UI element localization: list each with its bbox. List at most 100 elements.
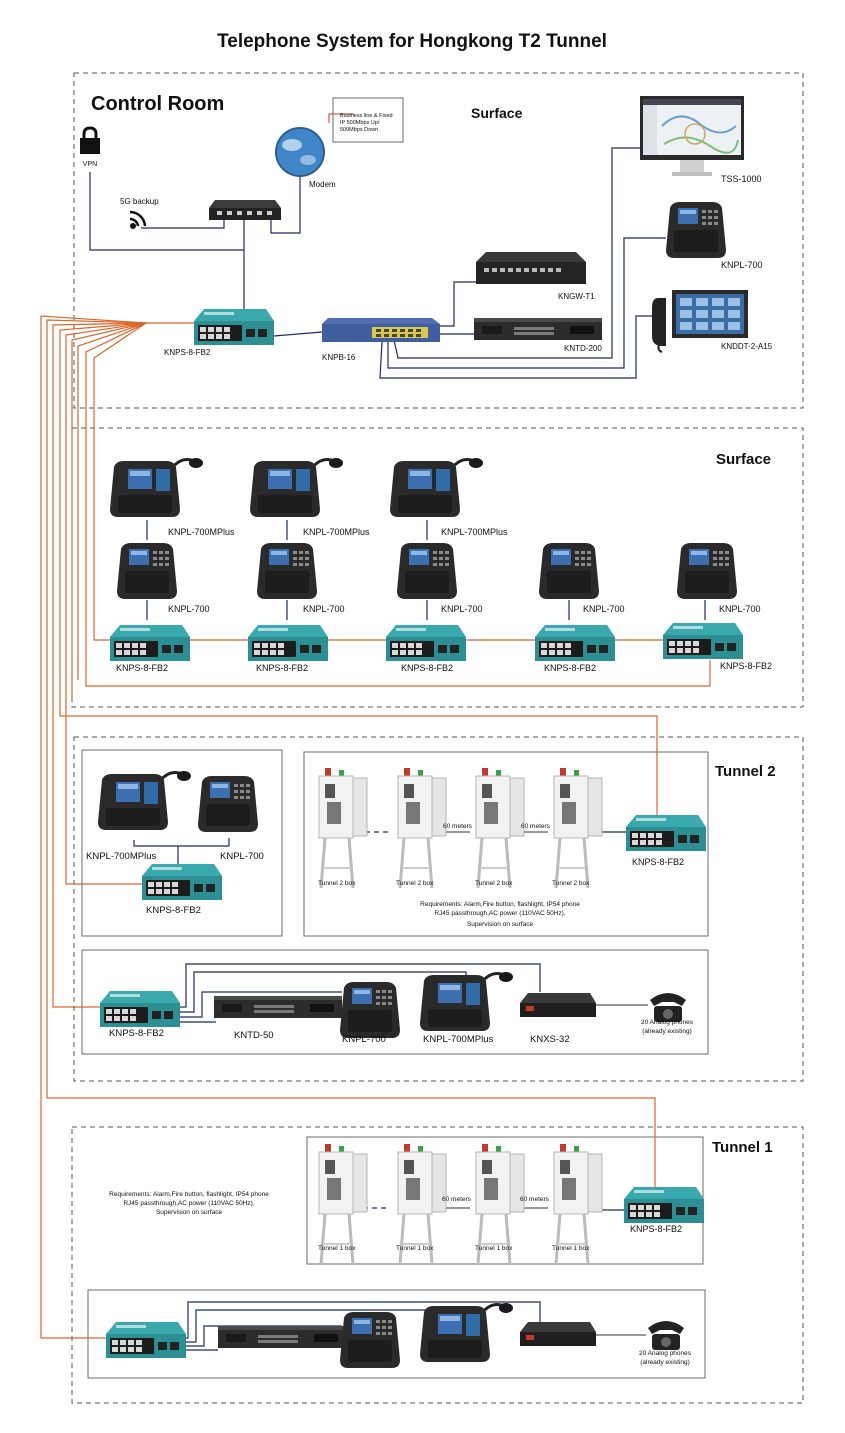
- surface-switch-5: [663, 623, 743, 659]
- t2-left-switch: [142, 864, 222, 900]
- isp-pointer: [328, 113, 354, 123]
- t1-req-line-1: Requirements: Alarm,Fire button, flashli…: [109, 1191, 269, 1198]
- box-t2-cabinets: [303, 751, 709, 937]
- tss-1000-monitor: [640, 96, 744, 176]
- label-tunnel-2: Tunnel 2: [715, 763, 776, 780]
- t1-bottom-rack-device: [218, 1326, 346, 1348]
- t1-box-label-2: Tunnel 1 box: [396, 1245, 434, 1252]
- frame-control-room: [73, 72, 804, 409]
- box-t1-bottom: [87, 1289, 706, 1379]
- t1-box-label-4: Tunnel 1 box: [552, 1245, 590, 1252]
- surface-ip-phone-3: [397, 543, 457, 599]
- t2-bottom-switch: [100, 991, 180, 1027]
- surface-switch-label-5: KNPS-8-FB2: [720, 661, 772, 671]
- t2-desk-label: KNPL-700MPlus: [86, 851, 156, 862]
- kngw-t1-gateway: [476, 252, 586, 284]
- wifi-signal-icon: [129, 210, 147, 229]
- t1-req-line-3: Supervision on surface: [156, 1209, 223, 1216]
- tss-1000-label: TSS-1000: [721, 174, 762, 184]
- knddt-label: KNDDT-2-A15: [721, 342, 773, 351]
- t2-ip-label: KNPL-700: [220, 851, 264, 862]
- surface-desk-phone-3: [388, 456, 485, 519]
- surface-switch-label-2: KNPS-8-FB2: [256, 663, 308, 673]
- backup-label: 5G backup: [120, 197, 159, 206]
- surface-ip-phone-5: [677, 543, 737, 599]
- label-surface-2: Surface: [716, 451, 771, 468]
- t2-ip-phone: [198, 776, 258, 832]
- t2-analog-line-2: (already existing): [642, 1028, 692, 1035]
- t2-box-label-1: Tunnel 2 box: [318, 880, 356, 887]
- t2-bottom-ip-phone: [340, 982, 400, 1038]
- t2-right-switch: [626, 815, 706, 851]
- knxs-32-exchange: [520, 993, 596, 1017]
- knps-8-fb2-cr-switch: [194, 309, 274, 345]
- surface-ip-label-2: KNPL-700: [303, 604, 345, 614]
- t2-cabinet-1: [317, 766, 369, 890]
- label-control-room: Control Room: [91, 93, 224, 115]
- knps-cr-label: KNPS-8-FB2: [164, 348, 211, 357]
- t2-distance-1: 60 meters: [443, 823, 473, 830]
- surface-ip-label-3: KNPL-700: [441, 604, 483, 614]
- frame-tunnel-2: [73, 736, 804, 1082]
- t2-right-switch-label: KNPS-8-FB2: [632, 857, 684, 867]
- knddt-2-a15-dispatch: [652, 290, 748, 353]
- t2-bottom-desk-phone: [418, 970, 515, 1033]
- surface-switch-label-1: KNPS-8-FB2: [116, 663, 168, 673]
- t2-req-line-3: Supervision on surface: [467, 921, 534, 928]
- surface-ip-phone-2: [257, 543, 317, 599]
- kntd-200-label: KNTD-200: [564, 344, 602, 353]
- knpb-16-label: KNPB-16: [322, 353, 356, 362]
- t2-box-label-2: Tunnel 2 box: [396, 880, 434, 887]
- surface-desk-phone-2: [248, 456, 345, 519]
- t1-distance-1: 60 meters: [442, 1196, 472, 1203]
- t2-bottom-switch-label: KNPS-8-FB2: [109, 1028, 164, 1039]
- surface-desk-label-2: KNPL-700MPlus: [303, 527, 370, 537]
- knpb-16-patch-panel: [322, 318, 440, 342]
- t2-cabinet-4: [552, 766, 604, 890]
- t2-cabinet-3: [474, 766, 526, 890]
- modem-globe-icon: [275, 127, 325, 177]
- t2-box-label-3: Tunnel 2 box: [475, 880, 513, 887]
- frame-tunnel-1: [71, 1126, 804, 1404]
- knxs-32-label: KNXS-32: [530, 1034, 570, 1045]
- t1-box-label-1: Tunnel 1 box: [318, 1245, 356, 1252]
- t2-distance-2: 60 meters: [521, 823, 551, 830]
- t1-box-label-3: Tunnel 1 box: [475, 1245, 513, 1252]
- label-surface-1: Surface: [471, 105, 523, 121]
- isp-note-line-3: 500Mbps Down: [340, 127, 378, 133]
- isp-note-box: [332, 97, 404, 143]
- isp-note-line-1: Business line & Fixed: [340, 113, 393, 119]
- t1-bottom-ip-phone: [340, 1312, 400, 1368]
- t2-cabinet-2: [396, 766, 448, 890]
- t1-bottom-exchange: [520, 1322, 596, 1346]
- t1-bottom-switch: [106, 1322, 186, 1358]
- t2-box-label-4: Tunnel 2 box: [552, 880, 590, 887]
- surface-ip-phone-4: [539, 543, 599, 599]
- router: [209, 200, 281, 220]
- surface-ip-label-4: KNPL-700: [583, 604, 625, 614]
- t1-analog-line-2: (already existing): [640, 1359, 690, 1366]
- vpn-label: VPN: [83, 161, 97, 168]
- t1-req-line-2: RJ45 passthrough,AC power (110VAC 50Hz).: [123, 1200, 254, 1207]
- knpl-700-cr-phone: [666, 202, 726, 258]
- t2-bottom-ip-label: KNPL-700: [342, 1034, 386, 1045]
- t1-analog-line-1: 20 Analog phones: [639, 1350, 692, 1357]
- surface-switch-2: [248, 625, 328, 661]
- surface-ip-label-1: KNPL-700: [168, 604, 210, 614]
- surface-switch-4: [535, 625, 615, 661]
- t1-analog-phone-icon: [648, 1321, 684, 1350]
- box-t2-phones: [81, 749, 283, 937]
- t1-distance-2: 60 meters: [520, 1196, 550, 1203]
- surface-switch-3: [386, 625, 466, 661]
- box-t2-bottom: [81, 949, 709, 1055]
- kntd-50-device: [214, 996, 342, 1018]
- surface-desk-phone-1: [108, 456, 205, 519]
- t1-right-switch: [624, 1187, 704, 1223]
- isp-note-line-2: IP 500Mbps Up/: [340, 120, 380, 126]
- kntd-50-label: KNTD-50: [234, 1030, 274, 1041]
- vpn-lock-icon: [80, 126, 100, 154]
- modem-label: Modem: [309, 180, 336, 189]
- surface-ip-label-5: KNPL-700: [719, 604, 761, 614]
- surface-switch-label-3: KNPS-8-FB2: [401, 663, 453, 673]
- label-tunnel-1: Tunnel 1: [712, 1139, 773, 1156]
